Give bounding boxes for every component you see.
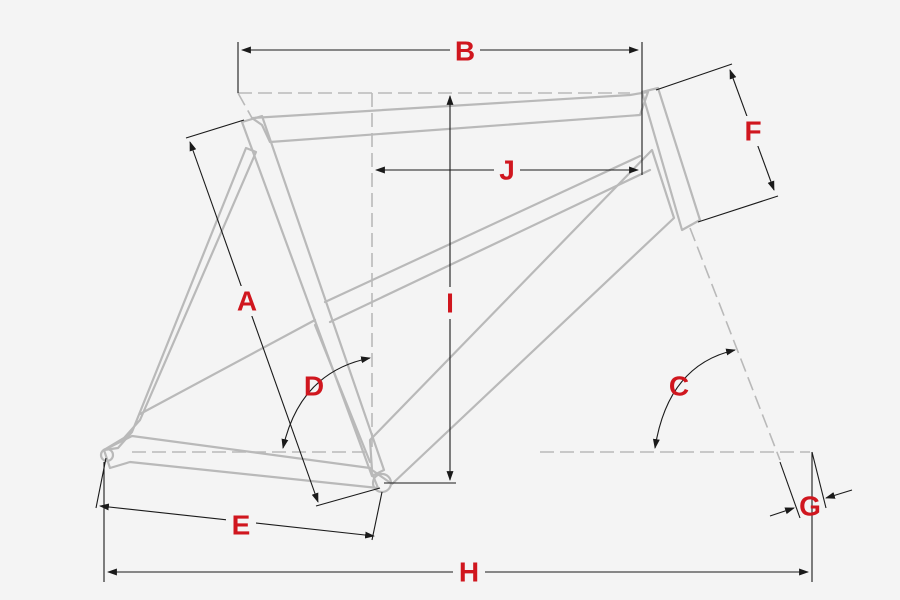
label-f: F <box>744 116 761 147</box>
down-tube <box>368 148 676 486</box>
a-extension-top <box>185 119 245 139</box>
chain-stay <box>102 434 380 490</box>
label-c: C <box>669 371 689 402</box>
bike-frame <box>99 86 702 494</box>
inner-stay-line <box>138 318 317 416</box>
label-i: I <box>446 288 454 319</box>
g-arrow-left <box>769 507 795 517</box>
construction-guides <box>132 92 810 461</box>
e-extension-right <box>371 491 383 541</box>
label-e: E <box>232 510 251 541</box>
label-b: B <box>455 36 475 67</box>
inner-down-line <box>328 168 652 324</box>
f-extension-bottom <box>697 195 779 223</box>
a-extension-bottom <box>315 487 381 507</box>
g-arrow-right <box>825 489 853 499</box>
f-extension-top <box>655 63 733 91</box>
dimension-labels: B J I A D E H F C G <box>226 36 821 588</box>
head-top-extension <box>237 92 253 119</box>
rear-dropout <box>99 447 115 463</box>
label-d: D <box>304 371 324 402</box>
label-j: J <box>499 155 515 186</box>
d-angle-arc <box>281 356 371 449</box>
inner-top-line <box>323 154 642 304</box>
head-tube <box>640 86 702 232</box>
seat-tube <box>240 114 386 478</box>
label-h: H <box>459 557 479 588</box>
head-angle-axis <box>689 227 781 461</box>
label-a: A <box>237 286 257 317</box>
label-g: G <box>799 491 821 522</box>
top-tube <box>250 90 650 144</box>
g-extension-right <box>811 451 827 509</box>
a-dimension-line <box>189 141 319 503</box>
c-angle-arc <box>652 348 736 449</box>
g-extension-left <box>779 461 801 519</box>
